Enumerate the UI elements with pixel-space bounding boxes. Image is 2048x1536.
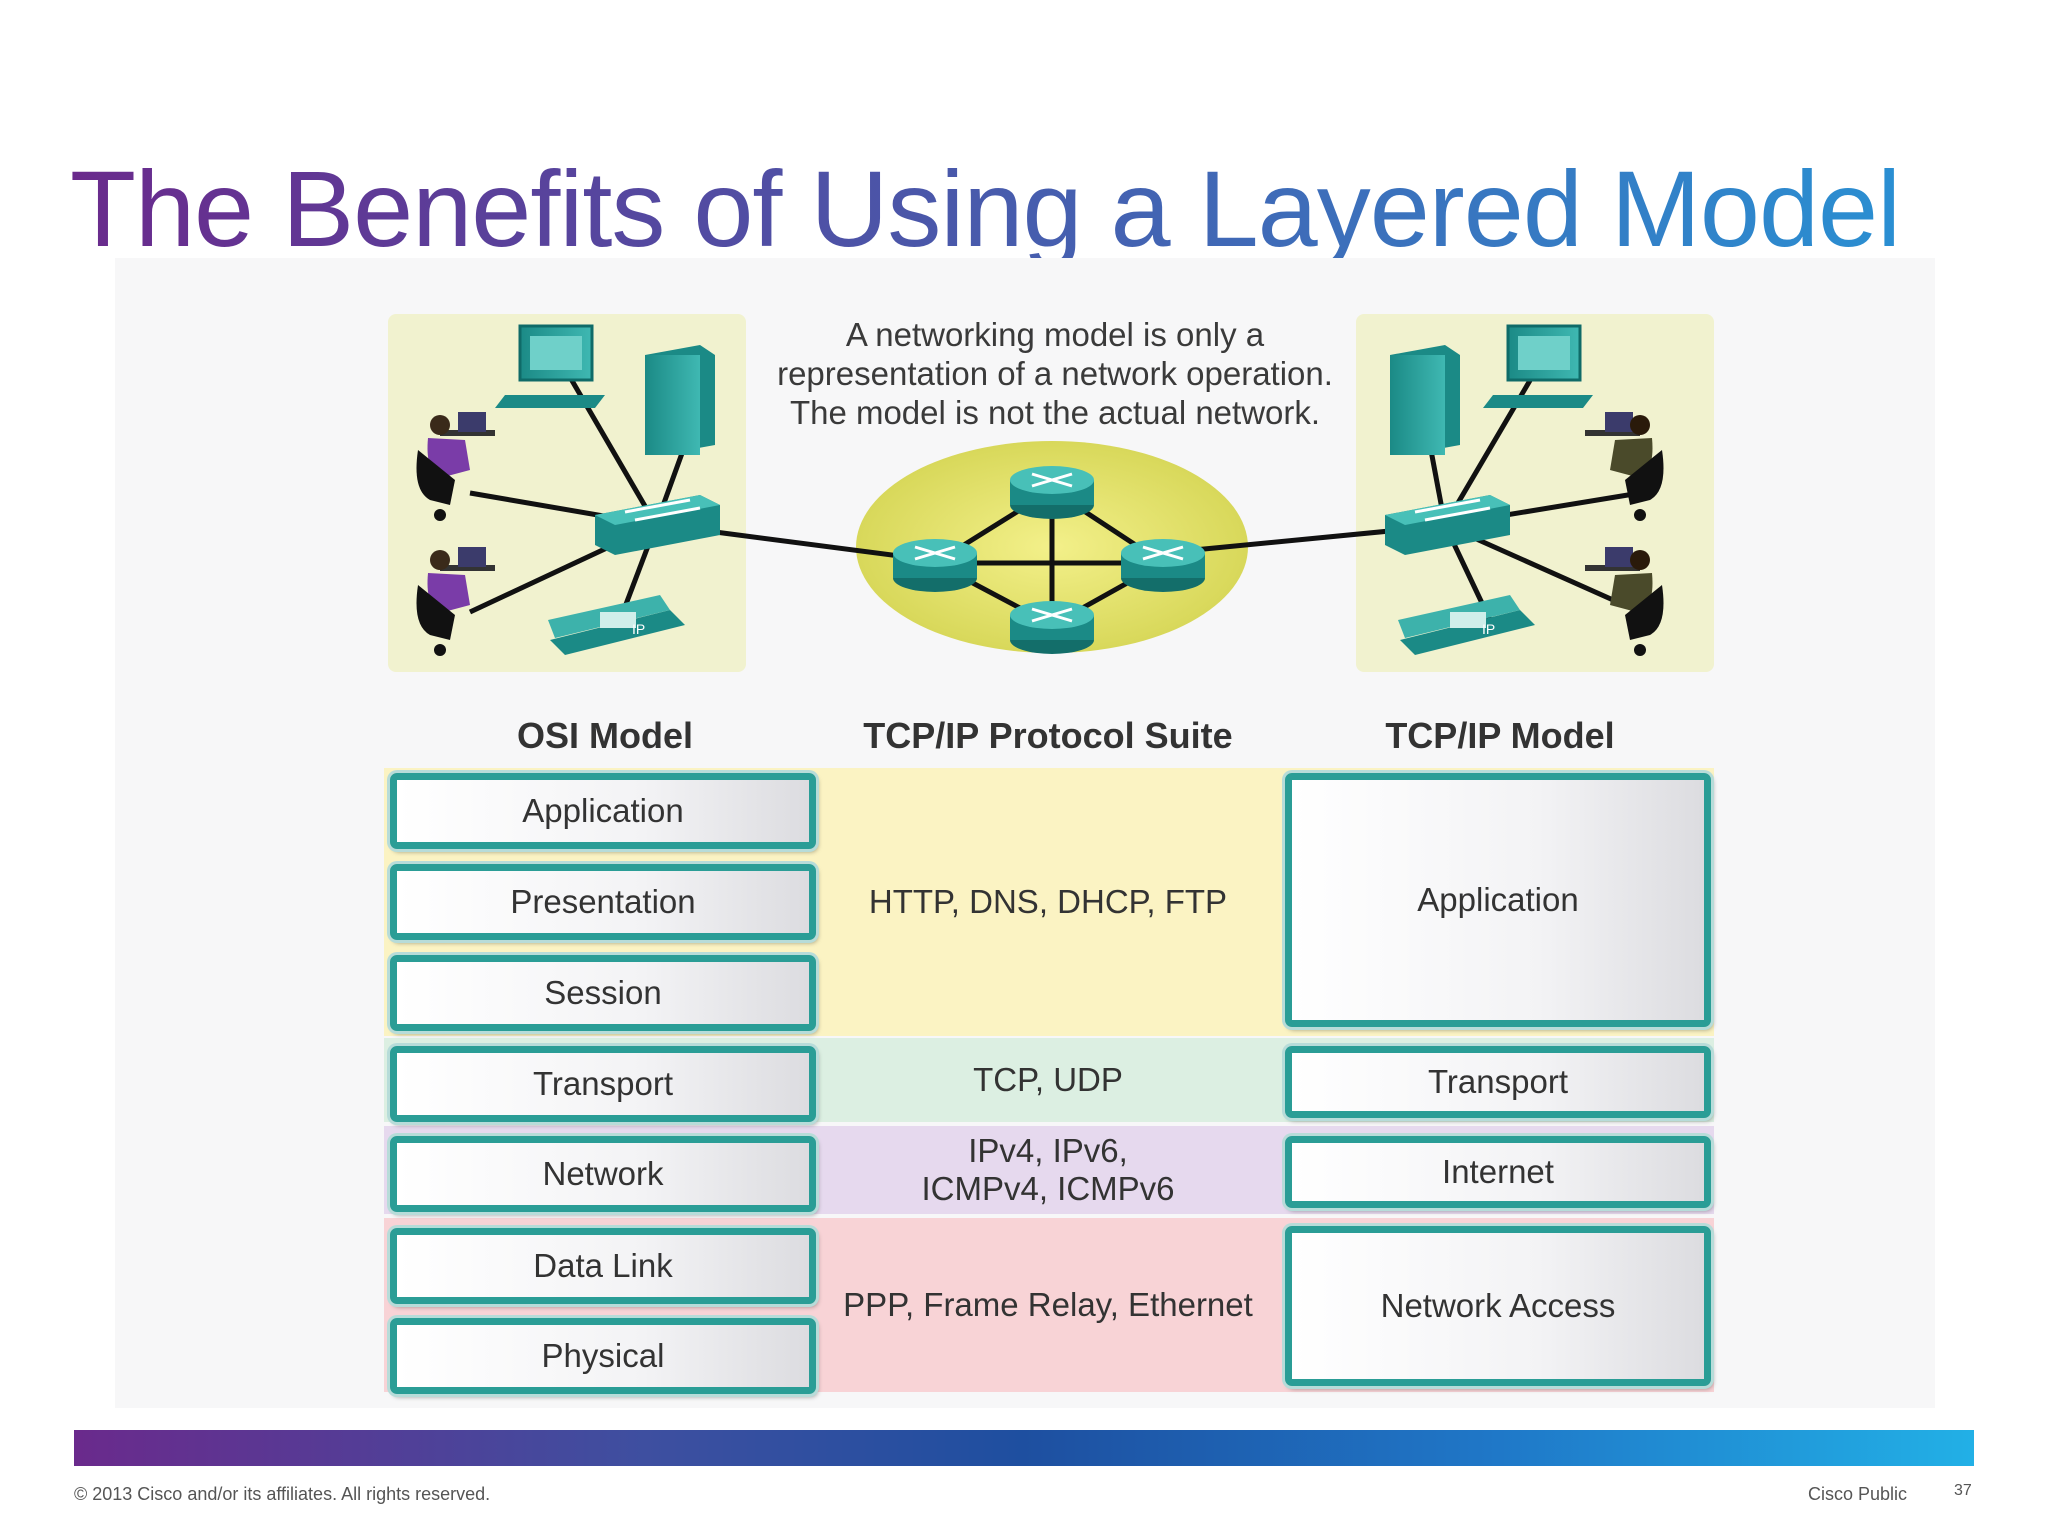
- tcpip-layer-transport: Transport: [1285, 1046, 1711, 1118]
- footer-gradient-bar: [74, 1430, 1974, 1466]
- right-user-icon-1: [1585, 412, 1664, 521]
- tcpip-model-header: TCP/IP Model: [1385, 715, 1615, 756]
- osi-layer-network: Network: [390, 1136, 816, 1212]
- network-access-protocols: PPP, Frame Relay, Ethernet: [843, 1286, 1253, 1323]
- application-protocols: HTTP, DNS, DHCP, FTP: [868, 883, 1228, 920]
- protocol-suite-header: TCP/IP Protocol Suite: [863, 715, 1233, 756]
- left-switch-icon: [595, 495, 720, 555]
- left-phone-label: IP: [632, 621, 645, 637]
- footer-copyright: © 2013 Cisco and/or its affiliates. All …: [74, 1484, 491, 1504]
- osi-layer-session: Session: [390, 955, 816, 1031]
- model-caption: A networking model is only a representat…: [750, 315, 1360, 432]
- caption-line-1: A networking model is only a: [845, 316, 1265, 353]
- page-number: 37: [1954, 1482, 1972, 1499]
- tcpip-layer-internet: Internet: [1285, 1136, 1711, 1208]
- tcpip-layer-network-access: Network Access: [1285, 1226, 1711, 1386]
- osi-layer-application: Application: [390, 773, 816, 849]
- internet-protocols-line-2: ICMPv4, ICMPv6: [921, 1170, 1175, 1207]
- right-ip-phone-icon: IP: [1398, 595, 1535, 655]
- router-icon-right: [1121, 539, 1205, 592]
- left-user-icon-2: [416, 547, 495, 656]
- left-user-icon-1: [416, 412, 495, 521]
- left-ip-phone-icon: IP: [548, 595, 685, 655]
- right-server-icon: [1390, 345, 1460, 455]
- right-phone-label: IP: [1482, 621, 1495, 637]
- router-icon-top: [1010, 466, 1094, 519]
- tcpip-layer-application: Application: [1285, 773, 1711, 1027]
- right-switch-icon: [1385, 495, 1510, 555]
- router-icon-left: [893, 539, 977, 592]
- transport-protocols: TCP, UDP: [973, 1061, 1123, 1098]
- osi-layer-data-link: Data Link: [390, 1228, 816, 1304]
- slide-title: The Benefits of Using a Layered Model: [70, 148, 1901, 269]
- footer-classification: Cisco Public: [1808, 1484, 1908, 1504]
- left-server-icon: [645, 345, 715, 455]
- left-monitor-icon: [495, 324, 605, 408]
- internet-protocols: IPv4, IPv6, ICMPv4, ICMPv6: [822, 1126, 1274, 1214]
- osi-model-header: OSI Model: [516, 715, 693, 756]
- caption-line-2: representation of a network operation.: [777, 355, 1333, 392]
- caption-line-3: The model is not the actual network.: [789, 394, 1321, 431]
- internet-protocols-line-1: IPv4, IPv6,: [968, 1132, 1128, 1169]
- osi-layer-presentation: Presentation: [390, 864, 816, 940]
- right-monitor-icon: [1483, 324, 1593, 408]
- osi-layer-transport: Transport: [390, 1046, 816, 1122]
- right-user-icon-2: [1585, 547, 1664, 656]
- osi-layer-physical: Physical: [390, 1318, 816, 1394]
- router-icon-bottom: [1010, 601, 1094, 654]
- network-illustration: IP: [416, 324, 1664, 656]
